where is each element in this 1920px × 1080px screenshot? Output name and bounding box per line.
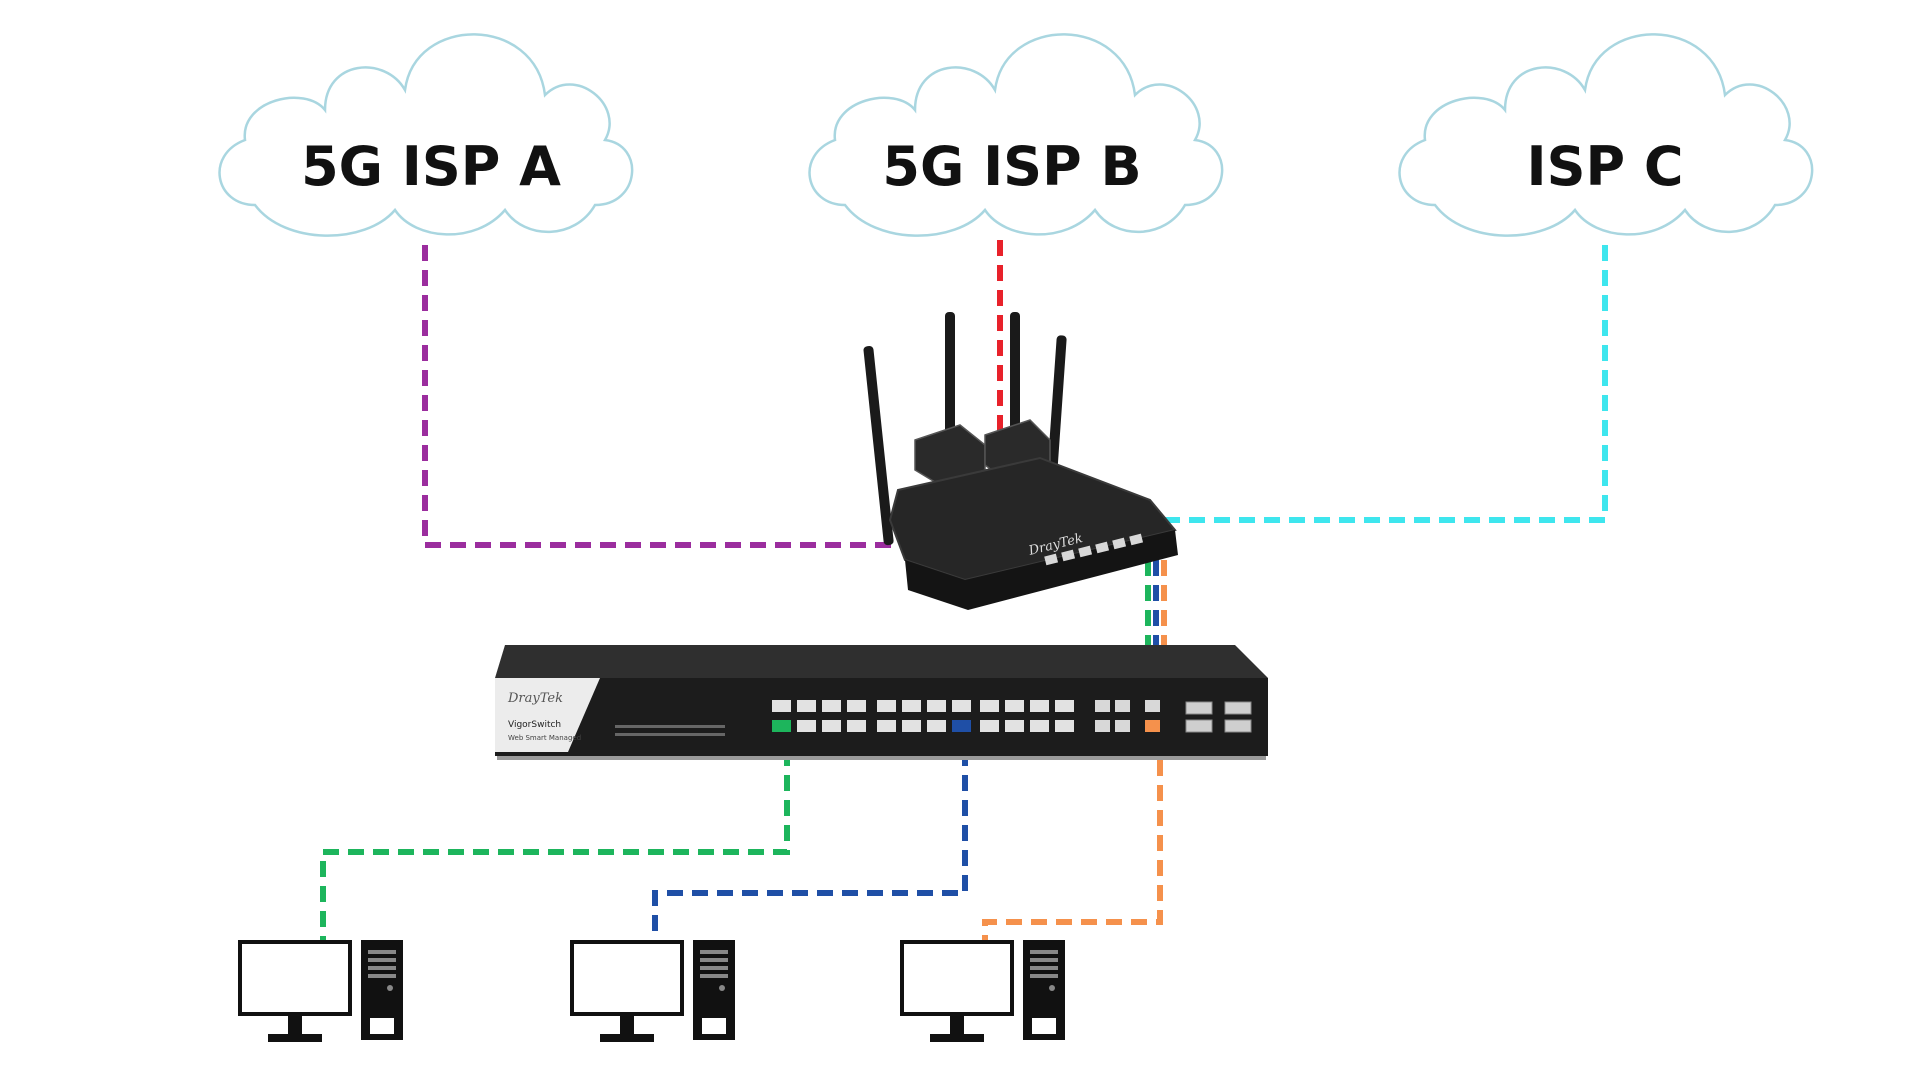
- ethernet-port-icon: [1005, 700, 1024, 712]
- cloud-5g-isp-b: 5G ISP B: [808, 33, 1224, 237]
- ethernet-port-icon: [877, 700, 896, 712]
- ethernet-port-icon: [1129, 533, 1144, 546]
- ethernet-port-icon: [1145, 700, 1160, 712]
- ethernet-port-icon: [1112, 537, 1127, 550]
- computer-3: [900, 940, 1065, 1042]
- switch-model-text: VigorSwitch: [508, 720, 561, 730]
- link-switch-pc2: [652, 725, 968, 945]
- sfp-port-icon: [1185, 719, 1213, 733]
- monitor-icon: [900, 940, 1014, 1016]
- router: DrayTek: [863, 312, 1178, 610]
- switch-sfp-ports: [1185, 701, 1252, 733]
- computers: [238, 940, 1065, 1042]
- switch-body: [495, 678, 1268, 756]
- monitor-base: [600, 1034, 654, 1042]
- router-ethernet-ports: [1044, 533, 1144, 566]
- ethernet-port-icon: [902, 720, 921, 732]
- ethernet-port-icon: [980, 720, 999, 732]
- cloud-5g-isp-a: 5G ISP A: [218, 33, 634, 237]
- sfp-port-icon: [1185, 701, 1213, 715]
- ethernet-port-highlight-blue: [952, 720, 971, 732]
- ethernet-port-icon: [902, 700, 921, 712]
- antenna-icon: [863, 345, 894, 546]
- monitor-icon: [238, 940, 352, 1016]
- switch-uplink-ports: [1095, 700, 1160, 732]
- monitor-base: [268, 1034, 322, 1042]
- ethernet-port-icon: [847, 720, 866, 732]
- ethernet-port-icon: [927, 700, 946, 712]
- switch-subtitle-text: Web Smart Managed: [508, 734, 581, 742]
- switch-label-panel: [495, 678, 600, 752]
- ethernet-port-icon: [1005, 720, 1024, 732]
- computer-1: [238, 940, 403, 1042]
- cloud-label: 5G ISP A: [301, 135, 561, 198]
- ethernet-port-icon: [980, 700, 999, 712]
- ethernet-port-icon: [1078, 545, 1093, 558]
- sfp-port-icon: [1224, 701, 1252, 715]
- ethernet-port-icon: [1095, 700, 1110, 712]
- ethernet-port-icon: [1115, 700, 1130, 712]
- ethernet-port-icon: [797, 700, 816, 712]
- link-switch-pc3: [982, 735, 1163, 945]
- ethernet-port-icon: [1061, 549, 1076, 562]
- sfp-port-icon: [1224, 719, 1252, 733]
- ethernet-port-highlight-orange: [1145, 720, 1160, 732]
- ethernet-port-icon: [822, 700, 841, 712]
- ethernet-port-icon: [822, 720, 841, 732]
- ethernet-port-icon: [1030, 700, 1049, 712]
- router-antennas: [863, 312, 1067, 546]
- ethernet-port-icon: [1044, 553, 1059, 566]
- ethernet-port-icon: [1115, 720, 1130, 732]
- monitor-stand: [950, 1016, 964, 1034]
- monitor-stand: [288, 1016, 302, 1034]
- monitor-stand: [620, 1016, 634, 1034]
- switch: DrayTek VigorSwitch Web Smart Managed: [495, 645, 1268, 760]
- link-isp-a-router: [422, 245, 915, 548]
- switch-brand-text: DrayTek: [507, 691, 563, 706]
- ethernet-port-icon: [847, 700, 866, 712]
- ethernet-port-icon: [1030, 720, 1049, 732]
- ethernet-port-icon: [927, 720, 946, 732]
- link-isp-c-router: [1160, 245, 1608, 523]
- router-front-panel: [905, 530, 1178, 610]
- switch-ethernet-ports: [772, 700, 1074, 732]
- ethernet-port-icon: [772, 700, 791, 712]
- monitor-base: [930, 1034, 984, 1042]
- ethernet-port-icon: [877, 720, 896, 732]
- cloud-isp-c: ISP C: [1398, 33, 1814, 237]
- computer-2: [570, 940, 735, 1042]
- monitor-icon: [570, 940, 684, 1016]
- switch-led-panel: [615, 725, 725, 736]
- switch-shadow: [497, 756, 1266, 760]
- cloud-label: 5G ISP B: [882, 135, 1141, 198]
- ethernet-port-icon: [1055, 720, 1074, 732]
- ethernet-port-highlight-green: [772, 720, 791, 732]
- cloud-label: ISP C: [1527, 135, 1684, 198]
- connection-links: [320, 240, 1608, 945]
- ethernet-port-icon: [1055, 700, 1074, 712]
- switch-top-edge: [495, 645, 1268, 678]
- ethernet-port-icon: [952, 700, 971, 712]
- ethernet-port-icon: [797, 720, 816, 732]
- ethernet-port-icon: [1095, 541, 1110, 554]
- antenna-icon: [945, 312, 955, 462]
- link-switch-pc1: [320, 725, 790, 945]
- ethernet-port-icon: [1095, 720, 1110, 732]
